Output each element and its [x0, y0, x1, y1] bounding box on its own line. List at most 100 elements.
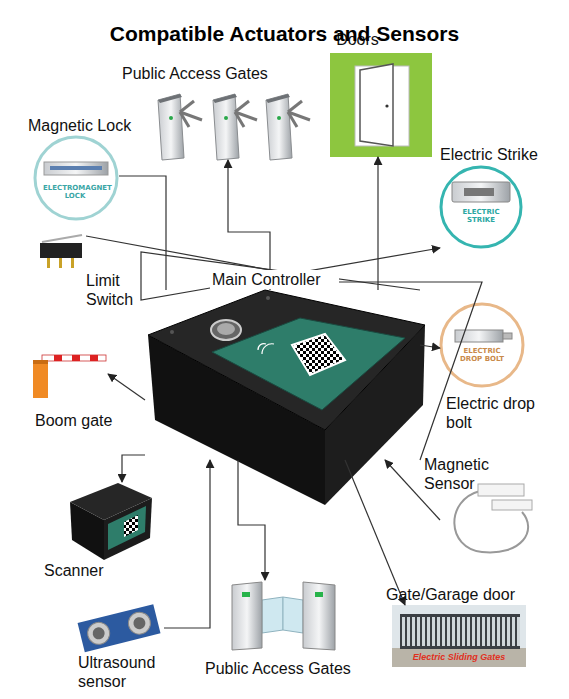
- sliding-gate: Gate/Garage doorElectric Sliding Gates: [392, 605, 526, 667]
- speed-gate-illustration: [232, 582, 335, 650]
- connector-arrow: [420, 345, 440, 348]
- gate-cabinet: [232, 582, 262, 650]
- diagram-title: Compatible Actuators and Sensors: [0, 22, 569, 46]
- connector-arrow: [141, 248, 440, 300]
- door-illustration: [330, 53, 432, 157]
- door-leaf: [360, 64, 393, 146]
- gate-cabinet: [303, 582, 335, 650]
- lock-circle: [35, 137, 117, 219]
- gate-indicator: [242, 592, 250, 597]
- node-label: Limit Switch: [86, 271, 140, 309]
- connector-line: [119, 176, 166, 290]
- limit-switch-illustration: [40, 235, 82, 268]
- boom-post-cap: [33, 360, 48, 364]
- scanner: Scanner: [68, 482, 152, 560]
- node-label: Magnetic Sensor: [424, 455, 504, 493]
- boom-post: [33, 360, 48, 398]
- sensor-block: [478, 484, 524, 496]
- switch-pin: [59, 258, 62, 268]
- controller-top-face: [148, 290, 425, 430]
- controller-button-top: [217, 323, 235, 335]
- switch-pin: [47, 258, 50, 268]
- controller-qr: [292, 334, 345, 375]
- ultrasound-illustration: [78, 604, 161, 652]
- connector-arrow: [345, 460, 405, 605]
- bolt-pin: [503, 333, 512, 339]
- strike-circle: [441, 167, 521, 247]
- magnetic-sensor-illustration: [454, 484, 532, 552]
- strike-plate: [452, 182, 510, 202]
- switch-body: [40, 243, 82, 258]
- node-label: Ultrasound sensor: [78, 653, 168, 691]
- bolt-circle: [441, 304, 523, 386]
- main-controller: Main Controller: [145, 290, 420, 460]
- gate-flap: [283, 597, 303, 633]
- electric-strike-illustration: [441, 167, 521, 247]
- scanner-label: [108, 506, 146, 550]
- transducer: [85, 620, 112, 647]
- image-text: Electric Sliding Gates: [396, 652, 522, 663]
- node-label: Scanner: [44, 561, 124, 580]
- connector-arrow: [377, 157, 378, 290]
- transducer-mesh: [91, 626, 106, 641]
- lock-bar: [44, 162, 108, 175]
- magnetic-lock: Magnetic LockELECTROMAGNET LOCK: [33, 137, 119, 219]
- connector-arrow: [164, 460, 210, 628]
- sliding-gate-illustration: [392, 605, 526, 667]
- gate-flap: [262, 597, 283, 633]
- ultrasound-sensor: Ultrasound sensor: [76, 605, 164, 653]
- connector-arrow: [108, 374, 145, 400]
- controller-screw: [266, 296, 270, 300]
- scanner-illustration: [70, 483, 152, 560]
- connector-arrow: [122, 455, 145, 482]
- turnstile-gate: Public Access Gates: [150, 88, 312, 160]
- nfc-symbol: [258, 344, 274, 354]
- boom-stripe: [90, 355, 98, 361]
- switch-lever: [42, 235, 82, 242]
- door-node: Doors: [330, 53, 432, 157]
- connector-line: [86, 236, 482, 460]
- door-background: [330, 53, 432, 157]
- node-label: Gate/Garage door: [386, 585, 536, 604]
- limit-switch: Limit Switch: [36, 236, 86, 268]
- gate-rail: [400, 614, 520, 617]
- boom-stripe: [72, 355, 80, 361]
- node-label: Public Access Gates: [122, 64, 322, 83]
- transducer: [126, 610, 153, 637]
- node-label: Magnetic Lock: [28, 116, 158, 135]
- node-label: Main Controller: [210, 270, 339, 289]
- controller-screw: [170, 330, 174, 334]
- gate-rail: [400, 646, 520, 649]
- magnetic-sensor: Magnetic Sensor: [440, 480, 540, 560]
- door-knob: [385, 104, 388, 107]
- image-text: ELECTRIC STRIKE: [452, 208, 510, 224]
- electric-drop-bolt: Electric drop boltELECTRIC DROP BOLT: [440, 304, 524, 386]
- gate-photo-sky: [392, 605, 526, 667]
- boom-stripe: [54, 355, 62, 361]
- turnstile-unit: [213, 94, 257, 160]
- boom-gate-illustration: [33, 355, 106, 398]
- turnstile-unit: [158, 94, 202, 160]
- magnetic-lock-illustration: [35, 137, 117, 219]
- boom-gate: Boom gate: [30, 352, 108, 398]
- sensor-magnet: [492, 500, 532, 510]
- scanner-qr: [124, 515, 138, 537]
- gate-indicator: [315, 592, 323, 597]
- node-label: Electric Strike: [440, 145, 555, 164]
- gate-photo-ground: [392, 648, 526, 667]
- node-label: Electric drop bolt: [446, 394, 546, 432]
- connector-arrow: [238, 460, 265, 580]
- image-text: ELECTROMAGNET LOCK: [43, 184, 107, 200]
- controller-label: [212, 318, 405, 410]
- switch-pin: [71, 258, 74, 268]
- node-label: Boom gate: [35, 411, 130, 430]
- strike-keeper: [464, 188, 494, 196]
- turnstile-unit: [266, 94, 310, 160]
- turnstile-illustration: [158, 94, 310, 160]
- gate-bars: [400, 616, 520, 648]
- boom-arm: [42, 355, 106, 361]
- transducer-mesh: [132, 616, 147, 631]
- public-access-gate: Public Access Gates: [230, 580, 336, 650]
- node-label: Public Access Gates: [205, 659, 385, 678]
